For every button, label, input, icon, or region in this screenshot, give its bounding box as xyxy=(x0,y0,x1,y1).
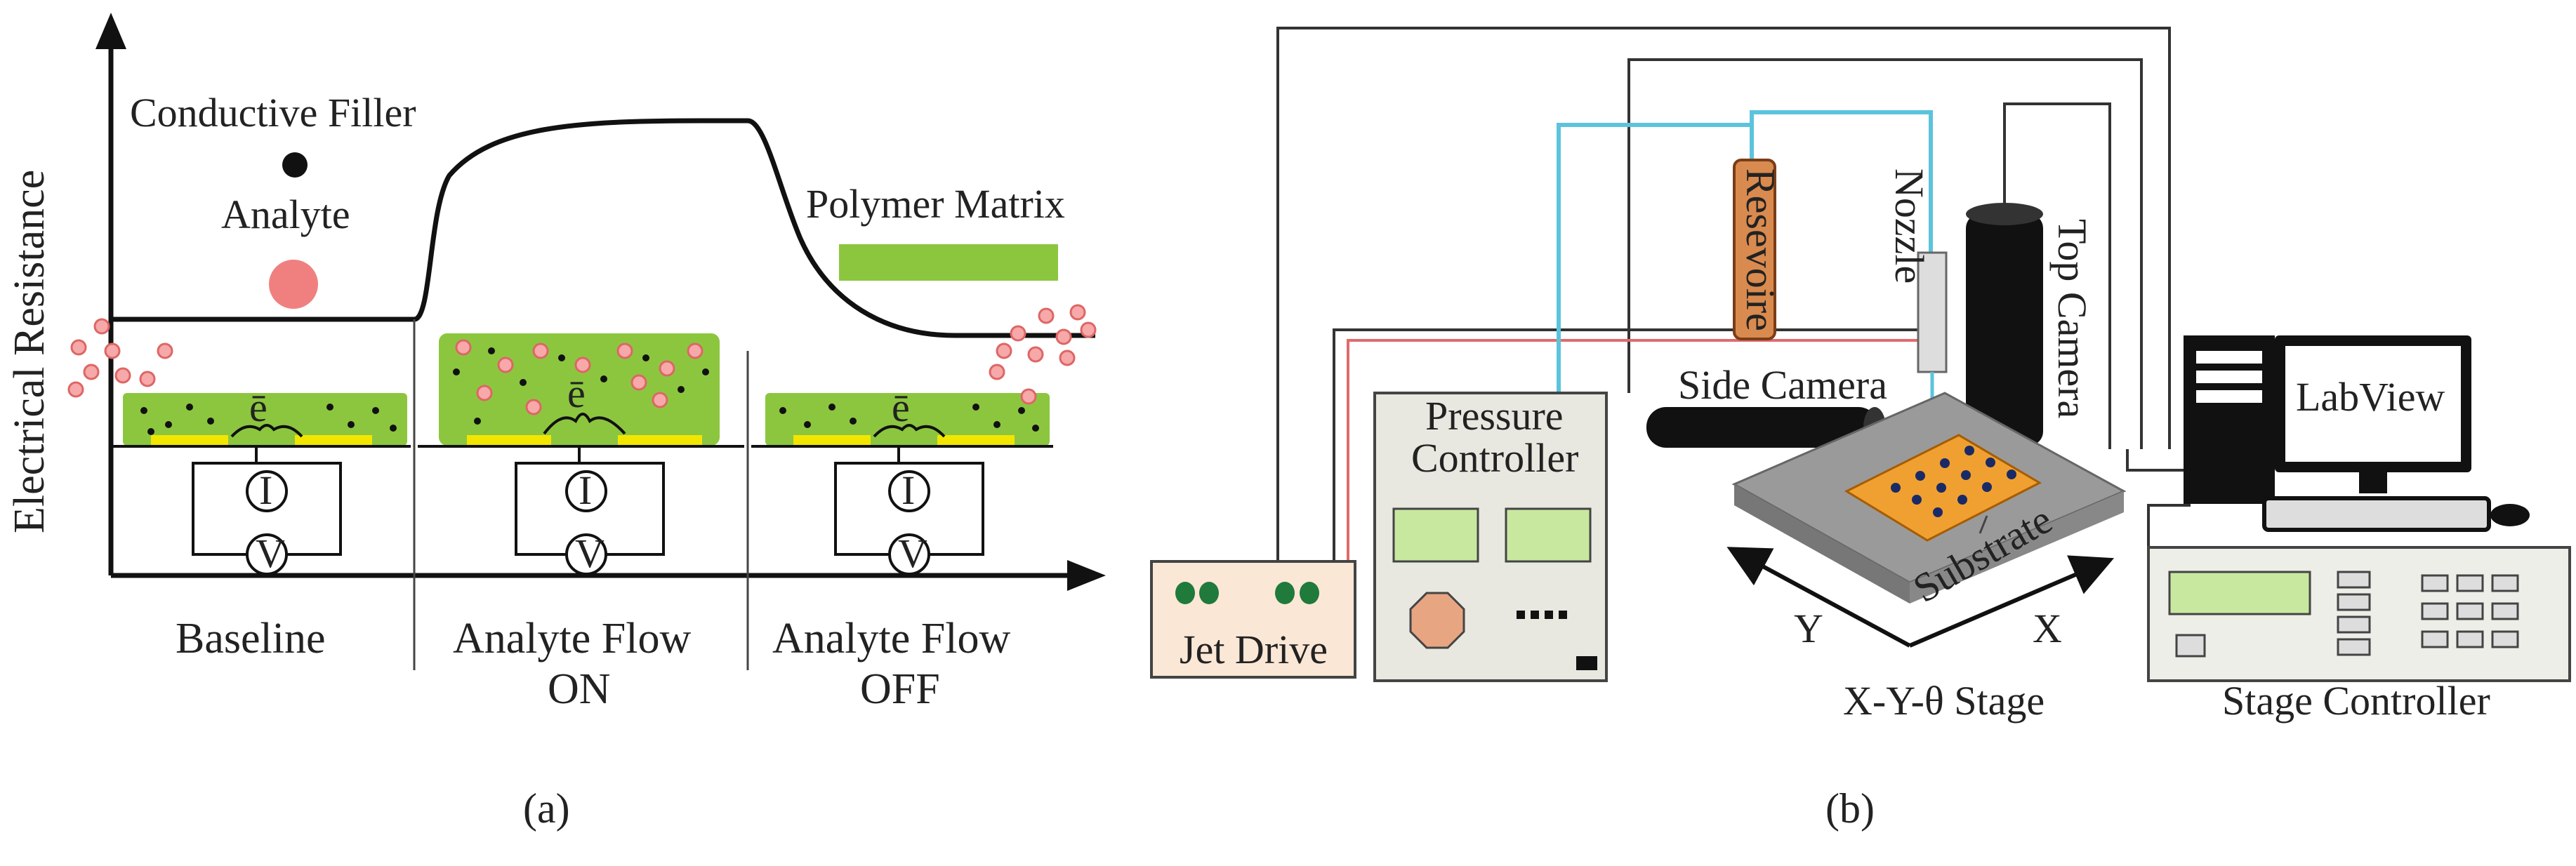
current-meter xyxy=(888,470,930,512)
electron-label: ē xyxy=(567,371,586,416)
voltage-meter-label: V xyxy=(898,531,927,576)
stage-label: X-Y-θ Stage xyxy=(1843,678,2045,724)
electrode-right xyxy=(295,435,372,445)
stage-controller-buttons xyxy=(2337,571,2519,656)
voltage-meter xyxy=(565,533,607,575)
keyboard xyxy=(2262,496,2491,532)
current-meter-label: I xyxy=(259,467,272,513)
conductive-filler-dot xyxy=(282,152,308,178)
wire-stagectrl xyxy=(2147,504,2198,549)
xy-theta-stage-side-right xyxy=(1910,491,2124,604)
substrate-pointer xyxy=(1979,515,1988,534)
electron-label: ē xyxy=(249,385,267,430)
tubing-reservoir-nozzle xyxy=(1750,110,1933,253)
y-axis-label: Electrical Resistance xyxy=(6,170,53,533)
phase-on-label-line2: ON xyxy=(548,665,611,713)
voltage-meter-label: V xyxy=(575,531,605,576)
wire-sidecam-top xyxy=(1627,58,2143,449)
wire-stage xyxy=(2126,449,2191,472)
signal-wire-red xyxy=(1347,339,1927,561)
panel-b: Jet Drive Pressure Controller Resevoire … xyxy=(1150,27,2571,832)
electrode-right xyxy=(937,435,1015,445)
voltage-meter xyxy=(246,533,288,575)
electron-brace xyxy=(230,424,303,438)
current-meter xyxy=(246,470,288,512)
side-camera-label: Side Camera xyxy=(1678,362,1887,408)
phase-off-label-line1: Analyte Flow xyxy=(772,615,1010,662)
x-direction-arrow xyxy=(1908,555,2115,648)
reservoir-tube xyxy=(1733,159,1776,340)
sensor-off: ē I V xyxy=(751,385,1053,576)
xy-theta-stage-side-left xyxy=(1734,484,1910,604)
jet-drive-box xyxy=(1150,560,1356,679)
polymer-layer xyxy=(123,393,407,446)
voltage-meter-label: V xyxy=(256,531,285,576)
analyte-dots-baseline xyxy=(67,318,173,398)
phase-on-label-line1: Analyte Flow xyxy=(453,615,691,662)
labview-label: LabView xyxy=(2296,374,2445,420)
x-axis-arrowhead xyxy=(1067,560,1106,591)
pressure-knob xyxy=(1409,592,1465,649)
substrate-dots xyxy=(1891,446,2016,517)
y-direction-arrow xyxy=(1726,547,1911,648)
electron-brace xyxy=(543,413,626,435)
current-meter-label: I xyxy=(901,467,915,513)
electron-label: ē xyxy=(892,385,910,430)
caption-b: (b) xyxy=(1825,785,1875,832)
resistance-curve xyxy=(111,118,1095,338)
side-camera-body xyxy=(1646,407,1878,448)
axis-y-label: Y xyxy=(1794,606,1823,651)
current-meter-label: I xyxy=(579,467,592,513)
nozzle-label: Nozzle xyxy=(1887,168,1932,284)
monitor-screen xyxy=(2285,346,2461,462)
electrode-right xyxy=(618,435,702,445)
tubing-pressure xyxy=(1557,123,1754,393)
pressure-buttons xyxy=(1517,611,1567,619)
analyte-circle xyxy=(269,260,318,309)
electrode-left xyxy=(151,435,228,445)
y-axis-arrowhead xyxy=(95,13,126,49)
stage-controller-label: Stage Controller xyxy=(2222,678,2490,724)
electron-brace xyxy=(873,424,946,438)
legend-analyte: Analyte xyxy=(221,192,350,237)
phase-baseline-label: Baseline xyxy=(176,615,326,662)
top-camera-label: Top Camera xyxy=(2049,219,2095,418)
wire-topcam xyxy=(2003,102,2111,449)
wire-jetdrive-top xyxy=(1276,27,2171,561)
jet-drive-leds xyxy=(1175,582,1319,604)
legend-conductive-filler: Conductive Filler xyxy=(130,90,416,135)
jet-drive-label: Jet Drive xyxy=(1180,627,1328,672)
nozzle-body xyxy=(1917,251,1948,373)
pressure-controller-label-2: Controller xyxy=(1411,435,1578,481)
panel-a: Electrical Resistance Conductive Filler … xyxy=(6,13,1106,832)
electrode-left xyxy=(467,435,551,445)
analyte-dots-off xyxy=(989,304,1097,380)
reservoir-label: Resevoire xyxy=(1738,168,1783,331)
electrode-left xyxy=(793,435,871,445)
mouse xyxy=(2490,504,2530,526)
top-camera-body xyxy=(1966,214,2043,446)
sensor-baseline: ē I V xyxy=(111,385,411,576)
phase-off-label-line2: OFF xyxy=(860,665,940,713)
pressure-display-left xyxy=(1392,507,1479,563)
pressure-controller-label-1: Pressure xyxy=(1425,393,1564,439)
pressure-port xyxy=(1576,656,1597,670)
sensor-on: ē I V xyxy=(418,333,744,576)
stage-controller-display xyxy=(2168,571,2311,615)
legend-polymer-matrix: Polymer Matrix xyxy=(806,181,1065,227)
polymer-matrix-swatch xyxy=(839,244,1058,281)
axis-x-label: X xyxy=(2033,606,2062,651)
pressure-display-right xyxy=(1505,507,1592,563)
voltage-meter xyxy=(888,533,930,575)
caption-a: (a) xyxy=(523,785,570,832)
current-meter xyxy=(565,470,607,512)
wire-jet-to-nozzle xyxy=(1333,328,1927,561)
